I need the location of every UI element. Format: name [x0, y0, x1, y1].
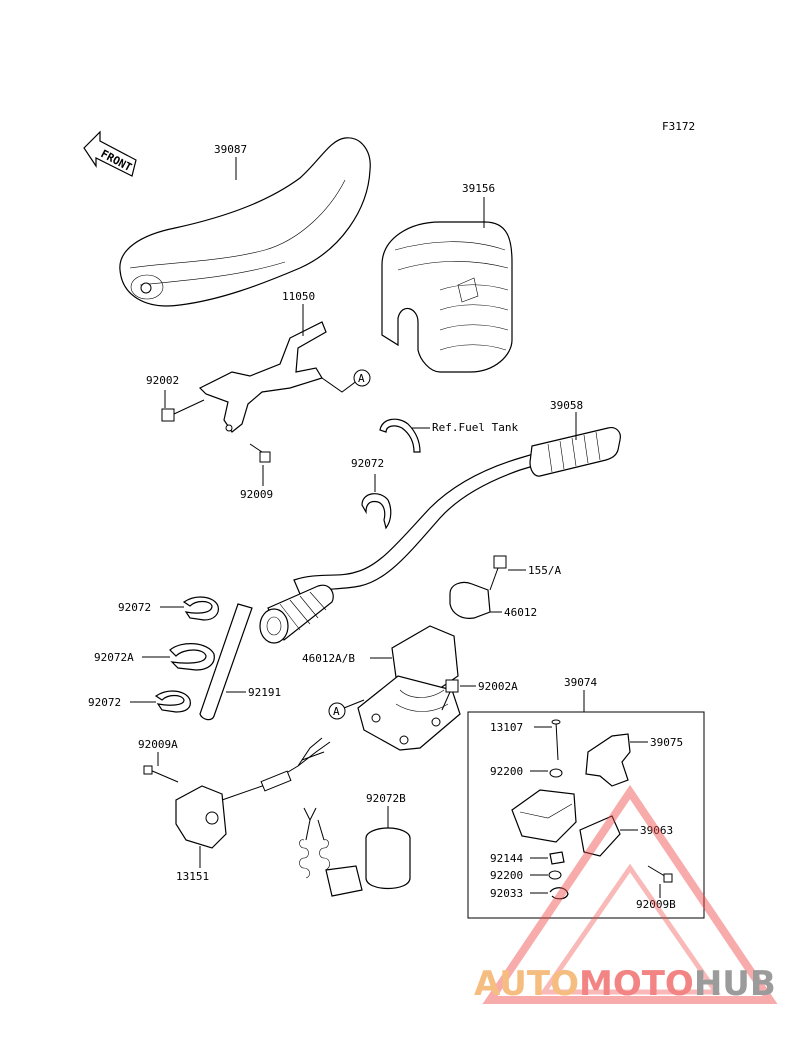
coil-wire-part: [299, 807, 330, 879]
bracket-92072b-part: [325, 827, 411, 897]
watermark-triangle-icon: [482, 784, 778, 1004]
circlip-92033-part: [549, 887, 569, 900]
ref-fuel-tank-note: Ref.Fuel Tank: [432, 421, 518, 434]
label-92072-b: 92072: [88, 696, 121, 709]
leader-ref-a-bottom: [343, 699, 365, 709]
label-92191: 92191: [248, 686, 281, 699]
label-13151: 13151: [176, 870, 209, 883]
ref-marker-a-top-text: A: [358, 372, 365, 385]
clamp-92072-top-part: [361, 493, 392, 530]
bolt-92002a-part: [441, 679, 459, 711]
label-39075: 39075: [650, 736, 683, 749]
bolt-92002-part: [161, 399, 205, 422]
label-92072-a: 92072: [118, 601, 151, 614]
label-92072b: 92072B: [366, 792, 406, 805]
label-92002: 92002: [146, 374, 179, 387]
figure-code: F3172: [662, 120, 695, 133]
watermark-part-hub: HUB: [694, 964, 776, 1004]
label-13107: 13107: [490, 721, 523, 734]
label-92009a: 92009A: [138, 738, 178, 751]
label-92033: 92033: [490, 887, 523, 900]
clamp-92072a-part: [169, 643, 215, 671]
collar-92144-part: [549, 851, 565, 865]
pin-13107-part: [551, 719, 561, 761]
washer-92200-a-part: [549, 768, 563, 778]
screw-92009b-part: [647, 865, 673, 883]
ref-marker-a-bottom-text: A: [333, 705, 340, 718]
handlebar-part: [259, 427, 621, 644]
label-92072a: 92072A: [94, 651, 134, 664]
bolt-155a-part: [489, 555, 507, 591]
label-92002a: 92002A: [478, 680, 518, 693]
label-92144: 92144: [490, 852, 523, 865]
label-46012ab: 46012A/B: [302, 652, 355, 665]
switch-13151-part: [175, 737, 331, 849]
label-39058: 39058: [550, 399, 583, 412]
label-46012: 46012: [504, 606, 537, 619]
ref-marker-a-bottom: [328, 702, 346, 720]
washer-92200-b-part: [548, 870, 562, 880]
ribbed-cover-part: [381, 221, 513, 373]
label-39063: 39063: [640, 824, 673, 837]
label-39074: 39074: [564, 676, 597, 689]
label-92200-a: 92200: [490, 765, 523, 778]
label-92009b: 92009B: [636, 898, 676, 911]
holder-46012-part: [449, 581, 491, 619]
label-39156: 39156: [462, 182, 495, 195]
clamp-92072-b-part: [154, 690, 191, 713]
label-155a: 155/A: [528, 564, 561, 577]
watermark-logo: AUTOMOTOHUB: [474, 784, 778, 1004]
bolt-92009-part: [249, 443, 271, 463]
label-92072-top: 92072: [351, 457, 384, 470]
leader-ref-a-top: [321, 377, 359, 393]
bolt-92009a-part: [143, 765, 179, 783]
front-arrow-icon: FRONT: [83, 130, 137, 177]
seat-cover-part: [119, 137, 371, 307]
bracket-part: [198, 321, 327, 433]
handle-base-part: [357, 625, 461, 751]
label-92009: 92009: [240, 488, 273, 501]
kit-39074-box: [467, 711, 705, 919]
label-39087: 39087: [214, 143, 247, 156]
cover-39063-part: [579, 815, 621, 857]
label-11050: 11050: [282, 290, 315, 303]
holder-body-part: [511, 789, 577, 843]
clamp-92072-a-part: [182, 596, 219, 621]
watermark-part-moto: MOTO: [579, 964, 694, 1004]
tube-92191-part: [199, 603, 253, 721]
watermark-part-auto: AUTO: [474, 964, 579, 1004]
watermark-text: AUTOMOTOHUB: [474, 964, 776, 1004]
lever-39075-part: [585, 733, 631, 787]
label-92200-b: 92200: [490, 869, 523, 882]
ref-marker-a-top: [353, 369, 371, 387]
fuel-hose-part: [379, 418, 421, 453]
